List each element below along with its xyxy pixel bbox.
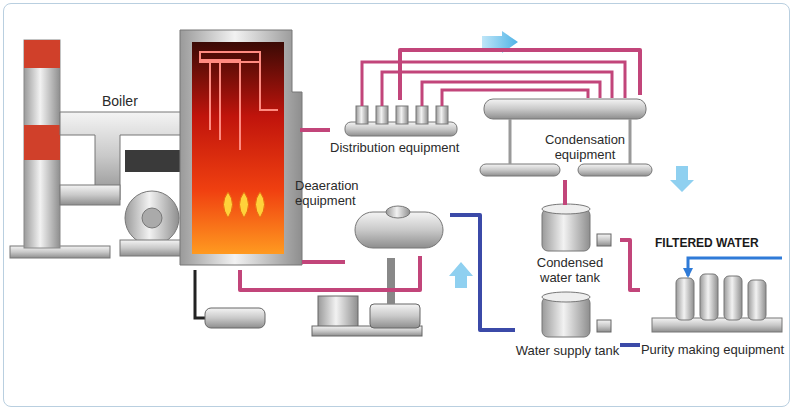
pipe-connector bbox=[620, 345, 640, 346]
pipe-connector bbox=[300, 130, 330, 131]
equipment-node: Water supply tank bbox=[515, 293, 620, 375]
flow-label: FILTERED WATER bbox=[655, 236, 759, 250]
equipment-node: Purity making equipment bbox=[640, 268, 785, 376]
equipment-label: Condensation equipment bbox=[530, 132, 640, 162]
pipe-connector bbox=[240, 256, 420, 290]
equipment-label: Deaeration equipment bbox=[295, 178, 385, 208]
equipment-node: Distribution equipment bbox=[330, 100, 495, 162]
pipe-connector bbox=[565, 180, 566, 205]
equipment-node: Condensed water tank bbox=[520, 205, 620, 287]
equipment-label: Distribution equipment bbox=[330, 140, 495, 155]
equipment-label: Water supply tank bbox=[515, 343, 620, 358]
equipment-label: Purity making equipment bbox=[640, 342, 785, 357]
equipment-label: Condensed water tank bbox=[520, 255, 620, 285]
pipe-connector bbox=[400, 50, 640, 100]
pipe-connector bbox=[620, 240, 640, 290]
pipe-connector bbox=[450, 215, 515, 330]
equipment-node: Deaeration equipment bbox=[295, 178, 450, 256]
equipment-node: Boiler bbox=[100, 30, 300, 270]
equipment-node: Condensation equipment bbox=[475, 95, 655, 180]
equipment-label: Boiler bbox=[102, 94, 162, 109]
